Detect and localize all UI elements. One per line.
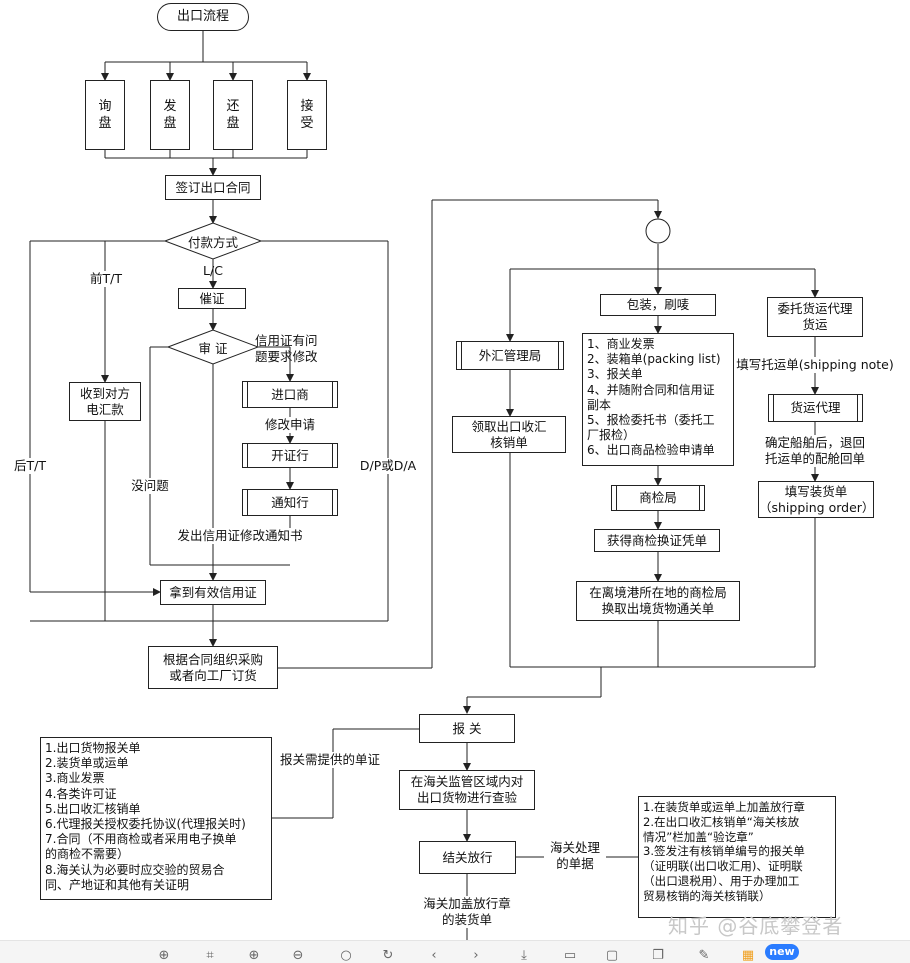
receive-tt-box: 收到对方 电汇款 — [69, 382, 141, 421]
rotate-icon[interactable]: ↻ — [382, 948, 394, 963]
importer-box: 进口商 — [242, 381, 338, 408]
inspection-cert-box: 获得商检换证凭单 — [594, 529, 720, 552]
label-modify-request: 修改申请 — [257, 417, 323, 433]
edit-icon[interactable]: ✎ — [698, 948, 710, 963]
label-post-tt: 后T/T — [10, 458, 50, 474]
label-customs-docs: 海关处理 的单据 — [544, 840, 606, 872]
label-lc: L/C — [203, 263, 223, 278]
declare-docs-list: 1.出口货物报关单 2.装货单或运单 3.商业发票 4.各类许可证 5.出口收汇… — [40, 737, 272, 900]
label-booking-return: 确定船舶后，退回 托运单的配舱回单 — [757, 435, 873, 467]
acceptance-box: 接 受 — [287, 80, 327, 150]
get-verification-box: 领取出口收汇 核销单 — [452, 416, 566, 453]
print-icon[interactable]: ▭ — [563, 948, 577, 963]
packing-marking-box: 包装，刷唛 — [600, 294, 716, 316]
exchange-pass-box: 在离境港所在地的商检局 换取出境货物通关单 — [576, 581, 740, 621]
label-no-problem: 没问题 — [127, 478, 173, 494]
label-pre-tt: 前T/T — [87, 271, 125, 287]
search-icon[interactable]: ○ — [340, 948, 352, 963]
label-amend-notice: 发出信用证修改通知书 — [170, 528, 310, 544]
forwarder-box: 货运代理 — [768, 394, 863, 422]
prev-icon[interactable]: ‹ — [431, 948, 437, 963]
label-lc-problem: 信用证有问 题要求修改 — [255, 333, 318, 364]
start-terminal: 出口流程 — [157, 3, 249, 31]
customs-inspection-box: 在海关监管区域内对 出口货物进行查验 — [399, 770, 535, 810]
next-icon[interactable]: › — [473, 948, 479, 963]
zoom-in-icon[interactable]: ⊕ — [248, 948, 260, 963]
zoom-out-icon[interactable]: ⊖ — [292, 948, 304, 963]
offer-box: 发 盘 — [150, 80, 190, 150]
label-dp-da: D/P或D/A — [357, 458, 419, 474]
issuing-bank-box: 开证行 — [242, 443, 338, 468]
inspection-docs-list: 1、商业发票 2、装箱单(packing list) 3、报关单 4、并随附合同… — [582, 333, 734, 466]
advising-bank-box: 通知行 — [242, 489, 338, 516]
customs-actions-list: 1.在装货单或运单上加盖放行章 2.在出口收汇核销单“海关核放 情况”栏加盖“验… — [638, 796, 836, 918]
inquiry-box: 询 盘 — [85, 80, 125, 150]
viewer-toolbar: ⊕ ⌗ ⊕ ⊖ ○ ↻ ‹ › ⤓ ▭ ▢ ❐ ✎ ▦ — [0, 940, 910, 963]
share-icon[interactable]: ▢ — [605, 948, 619, 963]
sign-contract-box: 签订出口合同 — [165, 175, 261, 200]
forwarder-agent-box: 委托货运代理 货运 — [767, 297, 863, 337]
inspection-bureau-box: 商检局 — [611, 485, 705, 511]
purchase-order-box: 根据合同组织采购 或者向工厂订货 — [148, 646, 278, 689]
label-stamped-order: 海关加盖放行章 的装货单 — [412, 896, 522, 928]
payment-method-diamond: 付款方式 — [187, 235, 238, 250]
new-badge[interactable]: new — [765, 944, 799, 960]
zoom-icon[interactable]: ⊕ — [158, 948, 170, 963]
watermark-text: 知乎 @谷底攀登者 — [668, 914, 844, 938]
customs-declaration-box: 报 关 — [419, 714, 515, 743]
counter-offer-box: 还 盘 — [213, 80, 253, 150]
grid-icon[interactable]: ▦ — [741, 948, 755, 963]
label-shipping-note: 填写托运单(shipping note) — [735, 357, 895, 373]
shipping-order-box: 填写装货单 （shipping order） — [758, 481, 874, 518]
valid-lc-box: 拿到有效信用证 — [160, 580, 266, 605]
label-declare-docs: 报关需提供的单证 — [274, 752, 386, 768]
urge-lc-box: 催证 — [178, 288, 246, 309]
copy-icon[interactable]: ❐ — [652, 948, 664, 963]
customs-release-box: 结关放行 — [419, 841, 516, 874]
download-icon[interactable]: ⤓ — [521, 948, 527, 963]
review-lc-diamond: 审 证 — [198, 341, 228, 356]
crop-icon[interactable]: ⌗ — [206, 948, 214, 963]
forex-bureau-box: 外汇管理局 — [456, 341, 564, 370]
